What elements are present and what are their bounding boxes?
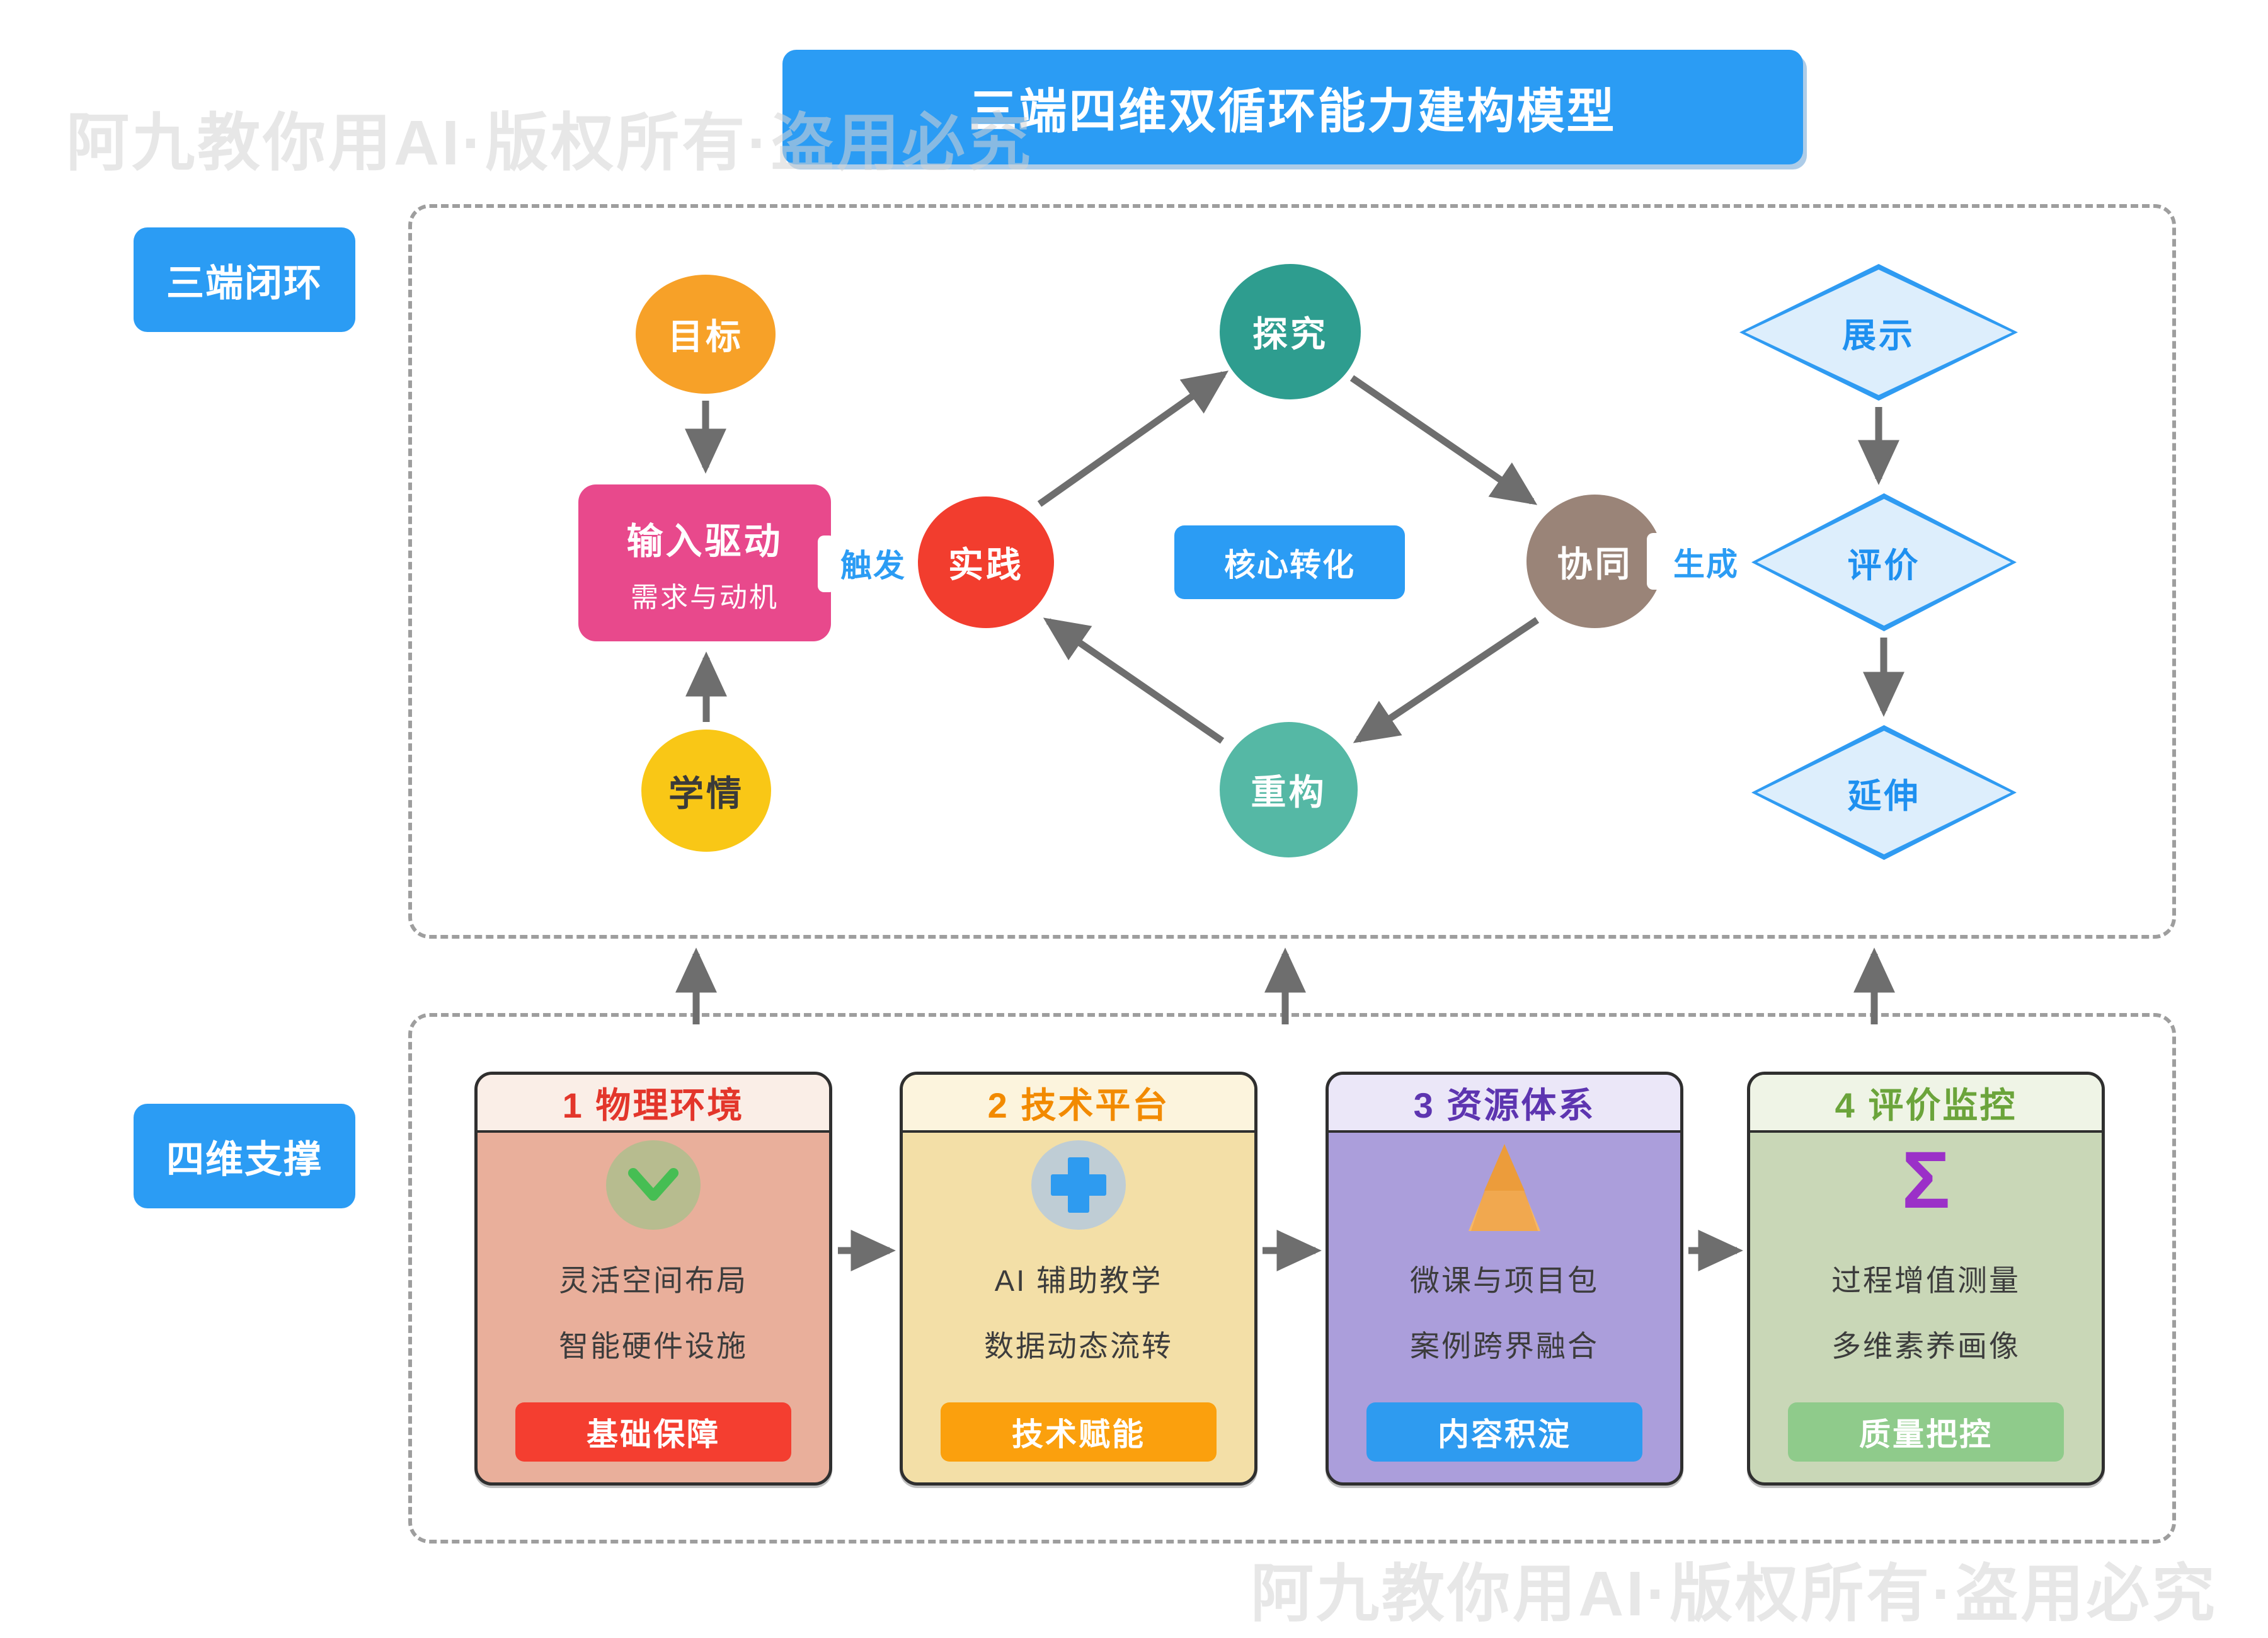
node-reconstruct: 重构 (1220, 722, 1358, 857)
edge-label-trigger: 触发 (840, 548, 906, 583)
node-learning: 学情 (641, 730, 771, 852)
connector-notch (818, 536, 835, 592)
plus-icon (1031, 1140, 1126, 1233)
card4-line2: 多维素养画像 (1831, 1329, 2020, 1363)
bottom-section-label: 四维支撑 (134, 1104, 355, 1208)
input-drive-subtitle: 需求与动机 (631, 581, 779, 613)
check-icon (606, 1140, 701, 1233)
arrow-reconstruct-to-practice (1043, 617, 1225, 744)
arrow-practice-to-explore (1037, 370, 1229, 507)
card3-line1: 微课与项目包 (1410, 1264, 1599, 1297)
bottom-support-panel (408, 1013, 2176, 1544)
node-core-transform: 核心转化 (1174, 525, 1405, 599)
funnel-icon (1451, 1140, 1558, 1238)
sigma-icon: Σ (1902, 1140, 1950, 1221)
card2-badge: 技术赋能 (941, 1402, 1217, 1462)
card3-line2: 案例跨界融合 (1410, 1329, 1599, 1363)
card3-title: 3 资源体系 (1329, 1075, 1680, 1133)
input-drive-title: 输入驱动 (626, 520, 783, 562)
card1-line2: 智能硬件设施 (559, 1329, 748, 1363)
card2-line2: 数据动态流转 (984, 1329, 1173, 1363)
card2-title: 2 技术平台 (903, 1075, 1254, 1133)
card4-line1: 过程增值测量 (1831, 1264, 2020, 1297)
node-goal: 目标 (636, 275, 776, 394)
card1-line1: 灵活空间布局 (559, 1264, 748, 1297)
card2-line1: AI 辅助教学 (994, 1264, 1163, 1297)
connector-notch (1647, 533, 1664, 590)
edge-label-generate: 生成 (1673, 547, 1739, 582)
card-resource-system: 3 资源体系 微课与项目包 案例跨界融合 内容积淀 (1326, 1072, 1683, 1486)
top-loop-panel (408, 204, 2176, 939)
card4-title: 4 评价监控 (1750, 1075, 2102, 1133)
node-explore: 探究 (1220, 264, 1361, 399)
card4-badge: 质量把控 (1788, 1402, 2064, 1462)
arrow-collaborate-to-reconstruct (1353, 617, 1540, 743)
card1-title: 1 物理环境 (478, 1075, 829, 1133)
card3-badge: 内容积淀 (1366, 1402, 1642, 1462)
node-practice: 实践 (918, 496, 1054, 628)
top-section-label: 三端闭环 (134, 227, 355, 332)
arrow-explore-to-collaborate (1349, 375, 1538, 505)
card-evaluation-monitor: 4 评价监控 Σ 过程增值测量 多维素养画像 质量把控 (1747, 1072, 2105, 1486)
card-physical-environment: 1 物理环境 灵活空间布局 智能硬件设施 基础保障 (474, 1072, 832, 1486)
card1-badge: 基础保障 (515, 1402, 791, 1462)
node-collaborate: 协同 (1526, 495, 1663, 628)
sigma-glyph: Σ (1901, 1135, 1950, 1225)
node-input-drive: 输入驱动 需求与动机 (578, 484, 831, 641)
card-tech-platform: 2 技术平台 AI 辅助教学 数据动态流转 技术赋能 (900, 1072, 1257, 1486)
page-title: 三端四维双循环能力建构模型 (782, 50, 1803, 164)
